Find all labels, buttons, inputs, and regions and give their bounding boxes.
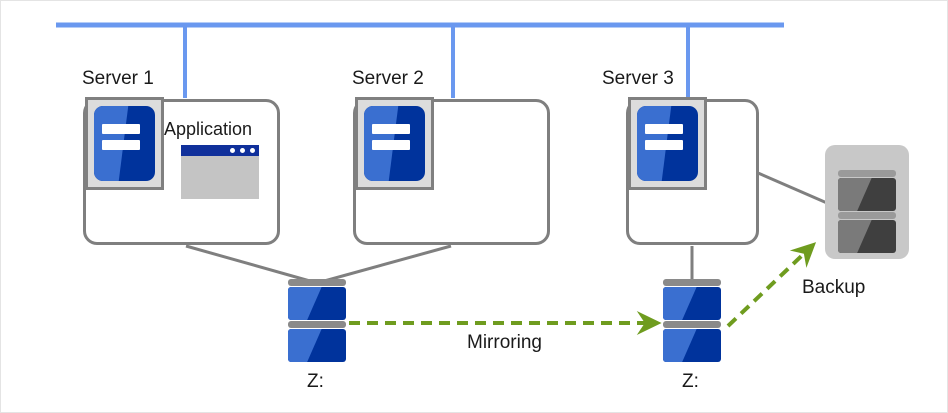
disk-icon[interactable] <box>663 279 721 363</box>
backup-container[interactable] <box>825 145 909 259</box>
server-icon <box>85 97 164 190</box>
server-bar-bottom <box>101 139 140 150</box>
backup-platter-top <box>838 178 896 211</box>
server-icon <box>355 97 434 190</box>
server-3-label: Server 3 <box>602 68 674 89</box>
disk-mirror-label: Z: <box>682 371 699 392</box>
mirroring-label: Mirroring <box>467 332 542 353</box>
backup-platter-bottom <box>838 220 896 253</box>
server-bar-top <box>371 124 410 134</box>
disk-icon[interactable] <box>288 279 346 363</box>
server-disk-links <box>185 244 694 285</box>
window-dot-1 <box>230 148 235 153</box>
server-bar-top <box>101 124 140 134</box>
backup-bar-top <box>838 170 896 177</box>
server-tower-glyph <box>94 106 155 181</box>
server-2-label: Server 2 <box>352 68 424 89</box>
server-tower-glyph <box>364 106 425 181</box>
disk-bar-middle <box>288 321 346 328</box>
disk-platter-top <box>288 287 346 320</box>
server-tower-glyph <box>637 106 698 181</box>
server-bar-bottom <box>644 139 683 150</box>
window-dot-3 <box>250 148 255 153</box>
disk-bar-top <box>288 279 346 286</box>
server-bar-bottom <box>371 139 410 150</box>
server-bar-top <box>644 124 683 134</box>
backup-disk-icon <box>838 170 896 254</box>
application-label: Application <box>164 119 253 139</box>
server-1-label: Server 1 <box>82 68 154 89</box>
disk-platter-bottom <box>288 329 346 362</box>
disk-primary-label: Z: <box>307 371 324 392</box>
backup-bar-middle <box>838 212 896 219</box>
backup-arrow <box>726 242 817 328</box>
disk-bar-middle <box>663 321 721 328</box>
disk-platter-bottom <box>663 329 721 362</box>
application-window-icon <box>181 145 259 199</box>
backup-label: Backup <box>802 277 866 298</box>
server3-backup-link <box>757 171 828 205</box>
disk-bar-top <box>663 279 721 286</box>
disk-platter-top <box>663 287 721 320</box>
application-titlebar <box>181 145 259 156</box>
window-dot-2 <box>240 148 245 153</box>
server-icon <box>628 97 707 190</box>
